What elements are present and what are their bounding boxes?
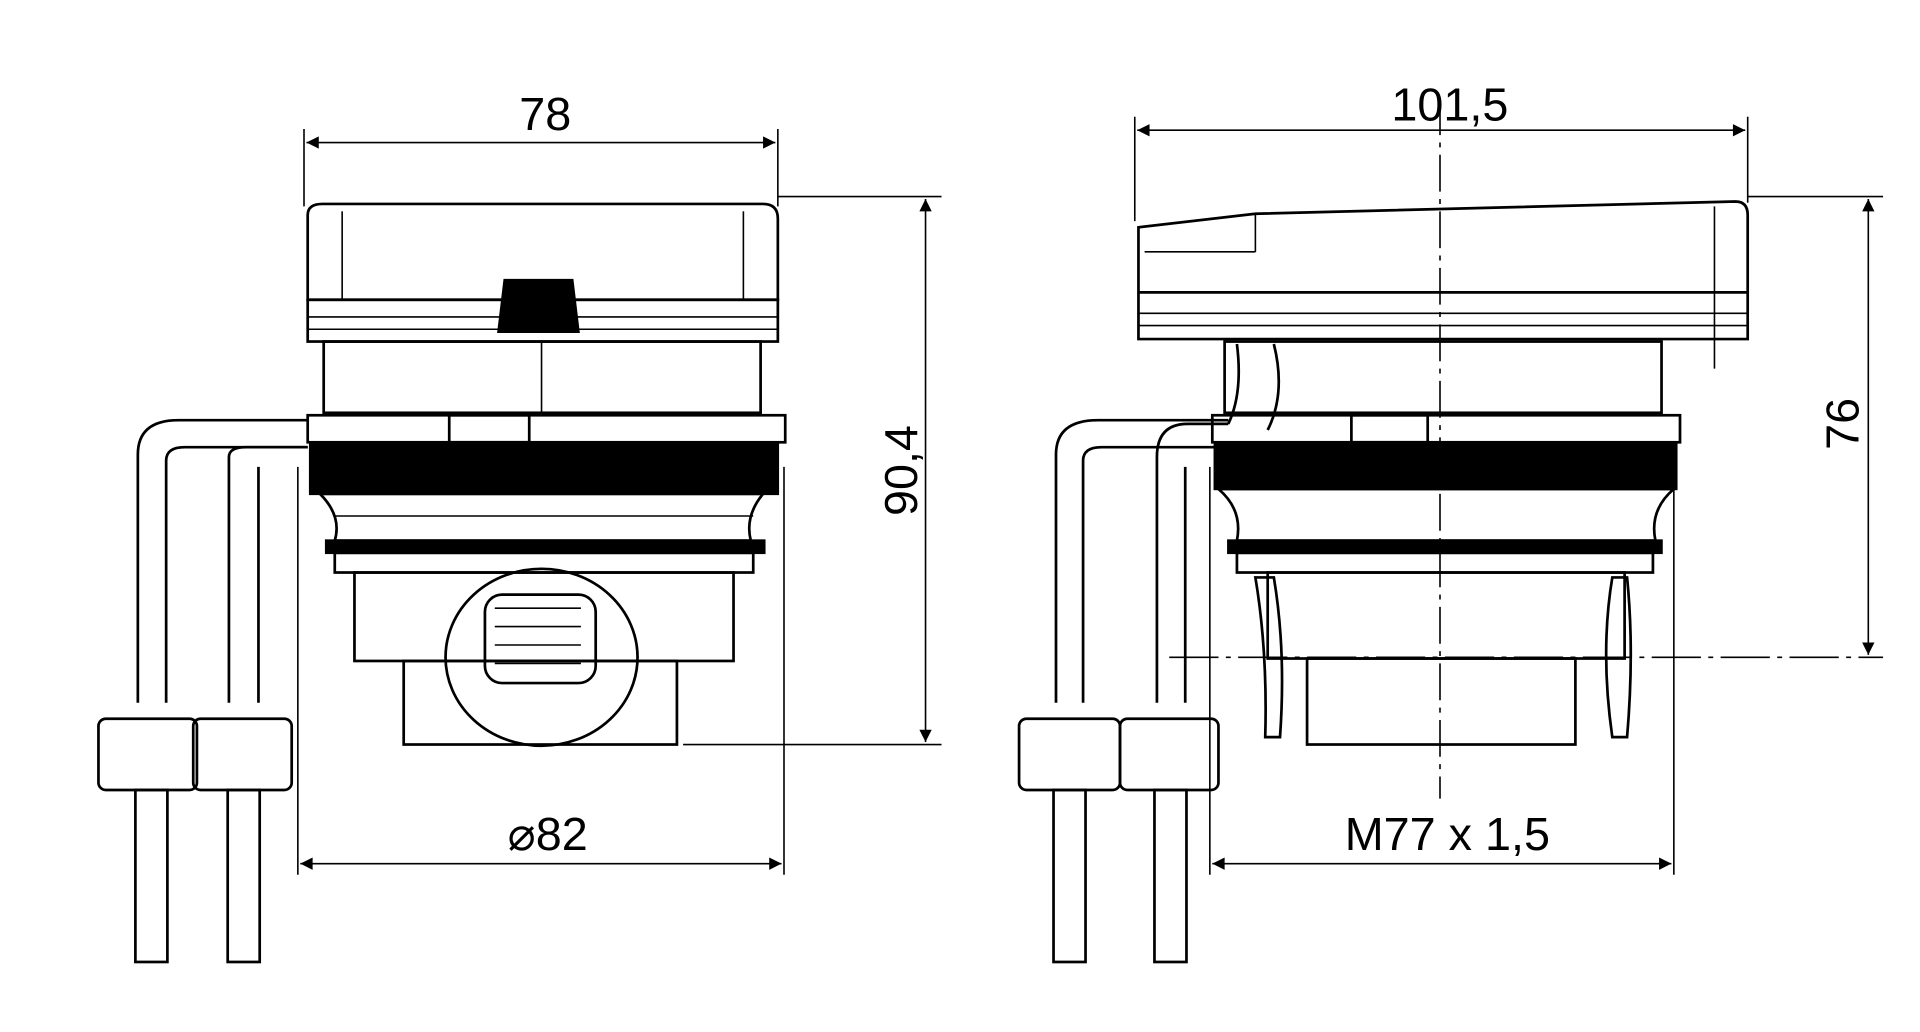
dimension-thread: M77 x 1,5 <box>1345 808 1550 860</box>
front-view: 78 <box>97 88 942 964</box>
side-view: 101,5 76 <box>1017 78 1884 964</box>
dimension-height-side: 76 <box>1816 398 1868 450</box>
dimension-height-front: 90,4 <box>875 425 927 516</box>
dimension-width-front: 78 <box>519 88 571 140</box>
dimension-diameter: ⌀82 <box>508 808 588 860</box>
dimension-width-side: 101,5 <box>1391 78 1508 130</box>
